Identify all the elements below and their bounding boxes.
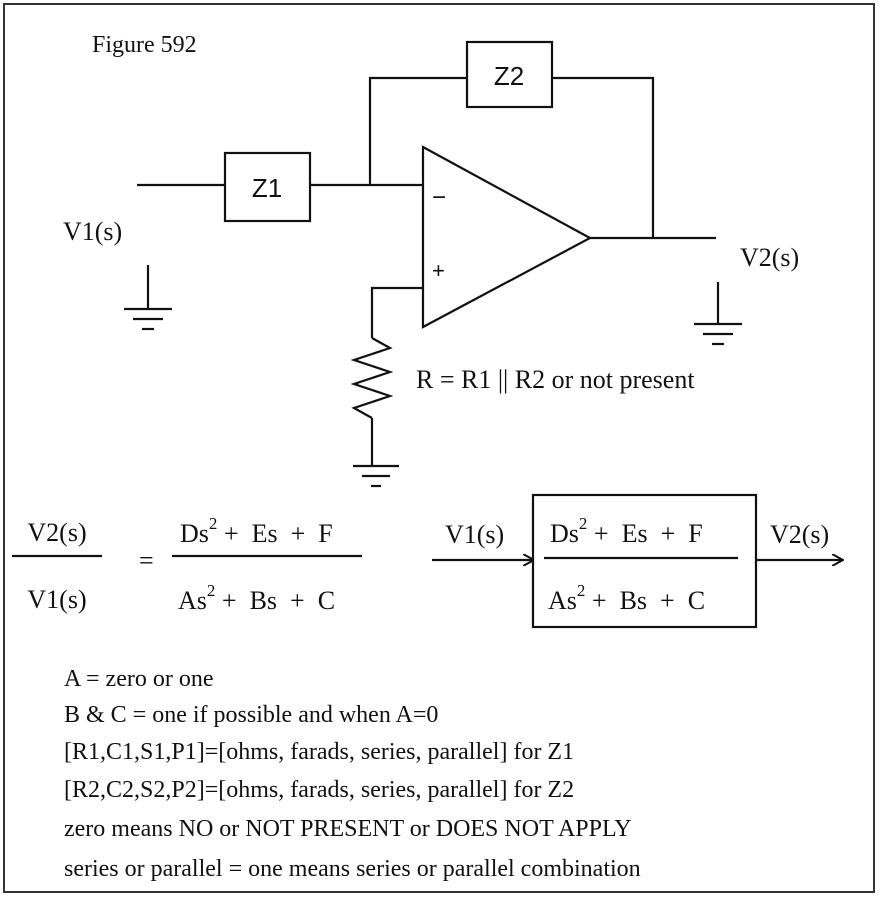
- transfer-function-block: [531, 493, 758, 629]
- z2-box: [465, 40, 554, 109]
- input-ground-icon: [124, 265, 172, 331]
- note-line: A = zero or one: [64, 666, 213, 692]
- block-numerator: Ds2 + Es + F: [550, 514, 703, 548]
- output-voltage-label: V2(s): [740, 243, 799, 272]
- lhs-denominator: V1(s): [27, 585, 86, 614]
- block-output-label: V2(s): [770, 520, 829, 549]
- note-line: zero means NO or NOT PRESENT or DOES NOT…: [64, 816, 632, 842]
- noninverting-input-wire: [370, 286, 423, 338]
- resistor-icon: [350, 337, 394, 419]
- note-line: [R2,C2,S2,P2]=[ohms, farads, series, par…: [64, 777, 574, 803]
- resistor-ground-icon: [353, 464, 399, 488]
- rhs-numerator: Ds2 + Es + F: [180, 514, 333, 548]
- feedback-wire-right: [552, 76, 655, 238]
- input-voltage-label: V1(s): [63, 217, 122, 246]
- figure-title: Figure 592: [92, 32, 197, 58]
- z2-label: Z2: [494, 61, 524, 91]
- block-input-label: V1(s): [445, 520, 504, 549]
- minus-sign: −: [432, 184, 446, 211]
- note-line: B & C = one if possible and when A=0: [64, 702, 438, 728]
- lhs-numerator: V2(s): [27, 518, 86, 547]
- feedback-wire-left: [368, 76, 467, 185]
- equals-sign: =: [139, 546, 154, 575]
- note-line: [R1,C1,S1,P1]=[ohms, farads, series, par…: [64, 739, 574, 765]
- figure-frame: [3, 3, 875, 893]
- notes-list: A = zero or one B & C = one if possible …: [64, 666, 641, 882]
- z1-box: [223, 151, 312, 223]
- note-line: series or parallel = one means series or…: [64, 856, 641, 882]
- z1-label: Z1: [252, 173, 282, 203]
- resistor-note: R = R1 || R2 or not present: [416, 365, 695, 394]
- op-amp-triangle: [421, 145, 593, 329]
- block-denominator: As2 + Bs + C: [548, 581, 705, 615]
- plus-sign: +: [432, 258, 445, 283]
- output-ground-icon: [694, 282, 742, 346]
- rhs-denominator: As2 + Bs + C: [178, 581, 335, 615]
